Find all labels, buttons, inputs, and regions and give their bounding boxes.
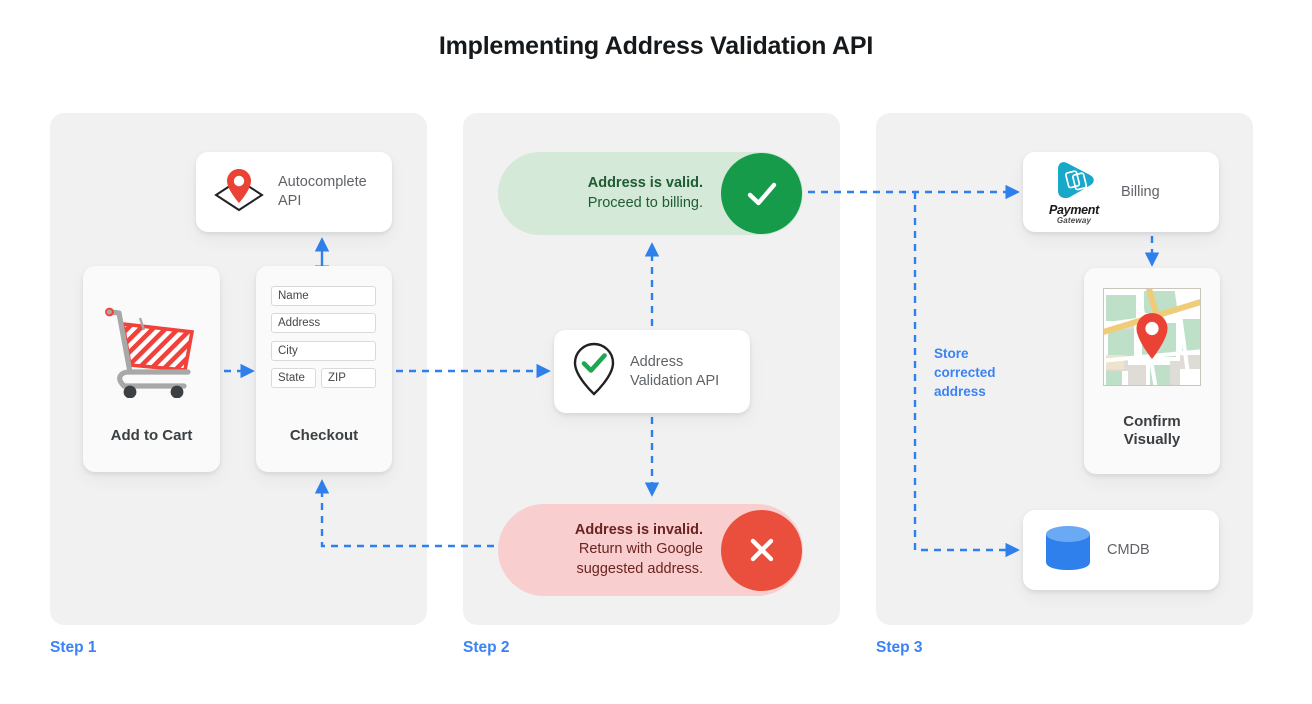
zip-field[interactable]: ZIP	[321, 368, 376, 388]
address-validation-api-card[interactable]: Address Validation API	[554, 330, 750, 413]
city-field[interactable]: City	[271, 341, 376, 361]
payment-gateway-name: Payment	[1048, 202, 1099, 217]
step-3-label: Step 3	[876, 639, 923, 656]
check-icon	[721, 153, 802, 234]
checkout-card[interactable]: Name Address City State ZIP Checkout	[256, 266, 392, 472]
confirm-visually-caption: Confirm Visually	[1123, 412, 1181, 449]
payment-gateway-sub: Gateway	[1056, 215, 1092, 225]
billing-card[interactable]: Payment Gateway Billing	[1023, 152, 1219, 232]
billing-label: Billing	[1121, 184, 1160, 200]
name-field[interactable]: Name	[271, 286, 376, 306]
add-to-cart-card[interactable]: Add to Cart	[83, 266, 220, 472]
autocomplete-api-card[interactable]: Autocomplete API	[196, 152, 392, 232]
database-cylinder-icon	[1043, 523, 1093, 578]
address-field[interactable]: Address	[271, 313, 376, 333]
cmdb-card[interactable]: CMDB	[1023, 510, 1219, 590]
payment-gateway-icon: Payment Gateway	[1037, 160, 1111, 225]
address-valid-pill[interactable]: Address is valid. Proceed to billing.	[498, 152, 803, 235]
add-to-cart-caption: Add to Cart	[110, 427, 193, 444]
pin-with-check-icon	[570, 341, 618, 402]
cmdb-label: CMDB	[1107, 542, 1150, 558]
address-valid-text: Address is valid. Proceed to billing.	[587, 175, 703, 211]
map-thumbnail-with-pin-icon	[1103, 288, 1201, 386]
confirm-visually-card[interactable]: Confirm Visually	[1084, 268, 1220, 474]
close-icon	[721, 509, 802, 591]
checkout-caption: Checkout	[289, 427, 359, 444]
address-validation-api-label: Address Validation API	[630, 353, 720, 389]
step-2-label: Step 2	[463, 639, 510, 656]
shopping-cart-icon	[100, 302, 204, 403]
map-pin-on-envelope-icon	[212, 166, 266, 219]
state-field[interactable]: State	[271, 368, 316, 388]
address-invalid-text: Address is invalid. Return with Google s…	[574, 522, 703, 577]
autocomplete-api-label: Autocomplete API	[278, 174, 367, 209]
address-invalid-pill[interactable]: Address is invalid. Return with Google s…	[498, 504, 803, 596]
step-1-label: Step 1	[50, 639, 97, 656]
store-corrected-address-note: Store corrected address	[934, 346, 996, 400]
page-title: Implementing Address Validation API	[438, 32, 874, 60]
